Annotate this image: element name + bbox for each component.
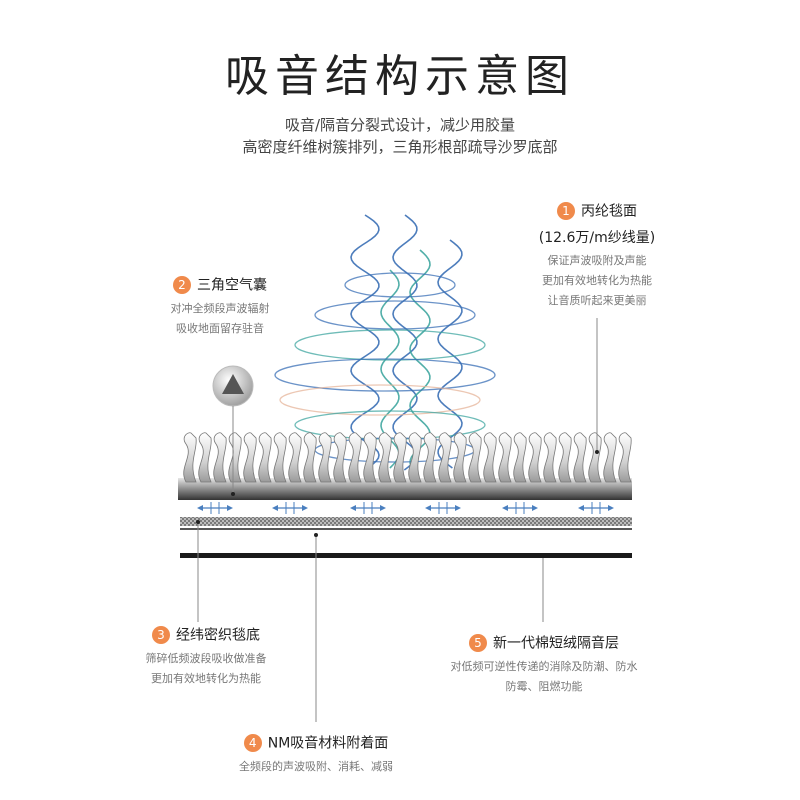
pile-tuft bbox=[258, 432, 272, 483]
pile-tuft bbox=[528, 432, 542, 483]
pile-tuft bbox=[378, 432, 392, 483]
subtitle-line-2: 高密度纤维树簇排列，三角形根部疏导沙罗底部 bbox=[242, 138, 558, 156]
callout-4: 4 NM吸音材料附着面 全频段的声波吸附、消耗、减弱 bbox=[216, 732, 416, 777]
pile-tuft bbox=[468, 432, 482, 483]
callout-5-desc-2: 防霉、阻燃功能 bbox=[505, 679, 583, 693]
air-arrow bbox=[578, 502, 614, 514]
pile-tuft bbox=[618, 432, 632, 483]
wave-strand bbox=[392, 214, 418, 471]
callout-1-desc-3: 让音质听起来更美丽 bbox=[547, 293, 647, 307]
pile-tuft bbox=[333, 432, 347, 483]
pile-tuft bbox=[483, 432, 497, 483]
pile-tuft bbox=[228, 432, 242, 483]
pile-tuft bbox=[498, 432, 512, 483]
air-arrow bbox=[502, 502, 538, 514]
callout-1-number: 1 bbox=[557, 201, 575, 220]
pile-tuft bbox=[438, 432, 452, 483]
pile-tuft bbox=[423, 432, 437, 483]
page-title: 吸音结构示意图 bbox=[225, 51, 575, 102]
triangle-icon bbox=[222, 374, 244, 394]
callout-3-desc-2: 更加有效地转化为热能 bbox=[151, 671, 261, 685]
callout-1-desc-1: 保证声波吸附及声能 bbox=[547, 253, 647, 267]
wave-swirl bbox=[279, 384, 481, 416]
woven-backing-layer bbox=[180, 517, 632, 526]
callout-5-number: 5 bbox=[469, 633, 487, 652]
air-arrow bbox=[350, 502, 386, 514]
air-arrow bbox=[272, 502, 308, 514]
callout-1-subtitle: (12.6万/m纱线量) bbox=[538, 229, 656, 246]
callout-3: 3 经纬密织毯底 筛碎低频波段吸收做准备 更加有效地转化为热能 bbox=[106, 624, 306, 689]
callout-4-title: NM吸音材料附着面 bbox=[267, 735, 389, 752]
callout-4-number: 4 bbox=[243, 733, 262, 752]
callout-2-number: 2 bbox=[173, 275, 191, 294]
wave-swirl bbox=[344, 272, 456, 298]
cotton-linter-layer bbox=[180, 553, 632, 558]
callout-2-desc-2: 吸收地面留存驻音 bbox=[176, 321, 264, 335]
wave-strand bbox=[350, 214, 380, 471]
pile-tuft bbox=[318, 432, 332, 483]
callout-1-title: 丙纶毯面 bbox=[581, 203, 637, 220]
pile-tuft bbox=[303, 432, 317, 483]
pile-tuft bbox=[273, 432, 287, 483]
pile-tuft bbox=[183, 432, 197, 483]
air-arrow bbox=[197, 502, 233, 514]
pile-tuft bbox=[588, 432, 602, 483]
pile-tuft bbox=[198, 432, 212, 483]
air-arrow bbox=[425, 502, 461, 514]
pile-tuft bbox=[363, 432, 377, 483]
leader-lines bbox=[196, 318, 599, 722]
callout-5-title: 新一代棉短绒隔音层 bbox=[493, 635, 619, 652]
pile-tuft bbox=[513, 432, 527, 483]
callout-3-title: 经纬密织毯底 bbox=[176, 627, 260, 644]
subtitle-line-1: 吸音/隔音分裂式设计，减少用胶量 bbox=[284, 116, 516, 134]
pile-tuft bbox=[573, 432, 587, 483]
callout-5: 5 新一代棉短绒隔音层 对低频可逆性传递的消除及防潮、防水 防霉、阻燃功能 bbox=[424, 632, 664, 697]
wave-strand bbox=[437, 239, 463, 469]
callout-2-title: 三角空气囊 bbox=[197, 277, 267, 294]
wave-swirl bbox=[274, 358, 496, 392]
air-pocket-arrows bbox=[197, 502, 614, 514]
callout-2-desc-1: 对冲全频段声波辐射 bbox=[170, 301, 270, 315]
carpet-pile-tufts bbox=[183, 432, 632, 483]
pile-tuft bbox=[348, 432, 362, 483]
wave-swirl bbox=[314, 300, 476, 330]
pile-tuft bbox=[213, 432, 227, 483]
pile-tuft bbox=[453, 432, 467, 483]
wave-swirl bbox=[294, 329, 486, 361]
pile-tuft bbox=[243, 432, 257, 483]
pile-tuft bbox=[288, 432, 302, 483]
callout-2: 2 三角空气囊 对冲全频段声波辐射 吸收地面留存驻音 bbox=[120, 274, 320, 339]
sound-waves bbox=[350, 214, 463, 471]
woven-backing-edge bbox=[180, 528, 632, 530]
callout-4-desc-1: 全频段的声波吸附、消耗、减弱 bbox=[239, 759, 393, 773]
pile-tuft bbox=[408, 432, 422, 483]
callout-3-desc-1: 筛碎低频波段吸收做准备 bbox=[145, 651, 267, 665]
pile-base bbox=[178, 478, 632, 500]
pile-tuft bbox=[543, 432, 557, 483]
pile-tuft bbox=[603, 432, 617, 483]
ball-icon bbox=[212, 365, 254, 407]
callout-5-desc-1: 对低频可逆性传递的消除及防潮、防水 bbox=[450, 659, 638, 673]
pile-tuft bbox=[393, 432, 407, 483]
callout-1-desc-2: 更加有效地转化为热能 bbox=[542, 273, 652, 287]
pile-tuft bbox=[558, 432, 572, 483]
callout-3-number: 3 bbox=[152, 625, 170, 644]
